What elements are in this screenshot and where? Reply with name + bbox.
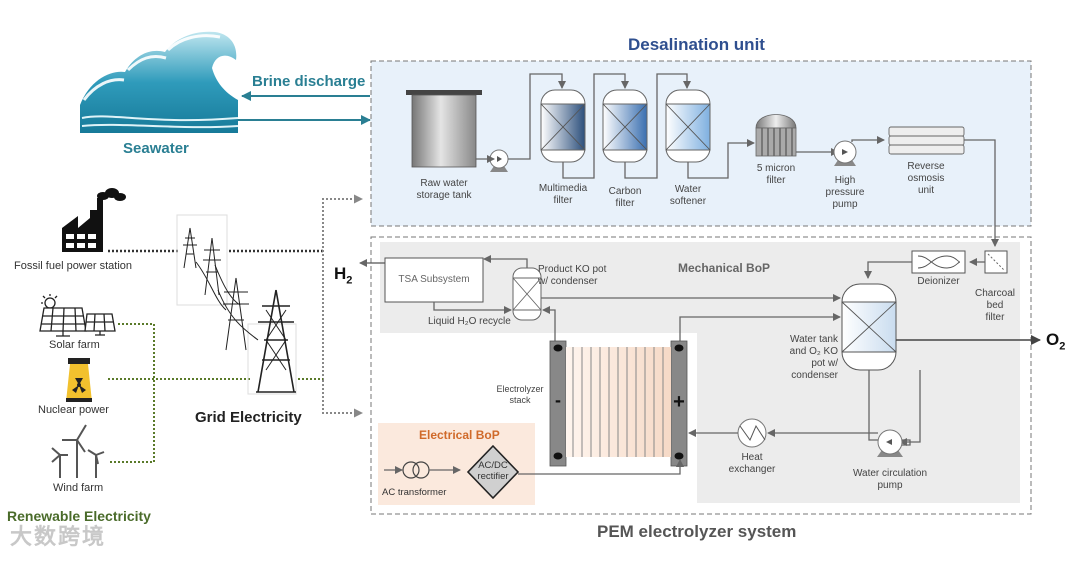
raw-water-tank-icon (406, 90, 482, 168)
carbon-filter-icon (602, 89, 648, 163)
feed-pump-icon (489, 149, 509, 172)
nuclear-plant-icon (66, 358, 92, 402)
ac-dc-rectifier-icon (466, 444, 520, 500)
brine-discharge-label: Brine discharge (252, 73, 366, 90)
solar-farm-label: Solar farm (49, 339, 100, 351)
micron-filter-icon (755, 114, 797, 157)
liquid-recycle-label: Liquid H₂O recycle (428, 316, 511, 327)
grid-electricity-label: Grid Electricity (195, 409, 302, 426)
high-pressure-pump-icon (833, 140, 857, 166)
transmission-tower-icon (176, 214, 297, 395)
water-circulation-pump-icon (877, 429, 903, 457)
ac-transformer-label: AC transformer (382, 487, 447, 498)
h2-output-label: H2 (334, 264, 353, 287)
tsa-subsystem-label: TSA Subsystem (398, 274, 470, 285)
watermark: 大数跨境 (10, 524, 107, 549)
reverse-osmosis-unit-icon (888, 126, 965, 155)
deionizer-label: Deionizer (917, 276, 960, 287)
electrical-bop-title: Electrical BoP (419, 428, 500, 442)
water-softener-icon (665, 89, 711, 163)
renewable-electricity-label: Renewable Electricity (7, 508, 151, 524)
solar-panel-icon (39, 294, 116, 337)
product-ko-pot-icon (512, 267, 542, 321)
pem-system-title: PEM electrolyzer system (597, 522, 797, 541)
stack-minus-terminal: - (555, 390, 561, 410)
seawater-label: Seawater (123, 140, 189, 157)
charcoal-bed-filter-icon (984, 250, 1008, 274)
tsa-subsystem-box (384, 257, 484, 303)
factory-icon (62, 188, 126, 252)
wind-turbine-icon (51, 424, 105, 478)
stack-plus-terminal: + (673, 391, 685, 413)
seawater-wave-icon (80, 31, 239, 133)
desalination-unit-title: Desalination unit (628, 35, 765, 54)
fossil-fuel-label: Fossil fuel power station (14, 260, 132, 272)
nuclear-power-label: Nuclear power (38, 404, 109, 416)
wind-farm-label: Wind farm (53, 482, 104, 494)
o2-output-label: O2 (1046, 330, 1066, 353)
water-tank-o2-ko-pot-icon (841, 283, 897, 371)
deionizer-icon (911, 250, 966, 274)
electrolyzer-stack-icon (549, 340, 688, 467)
heat-exchanger-icon (737, 418, 767, 448)
multimedia-filter-icon (540, 89, 586, 163)
mechanical-bop-title: Mechanical BoP (678, 261, 771, 275)
